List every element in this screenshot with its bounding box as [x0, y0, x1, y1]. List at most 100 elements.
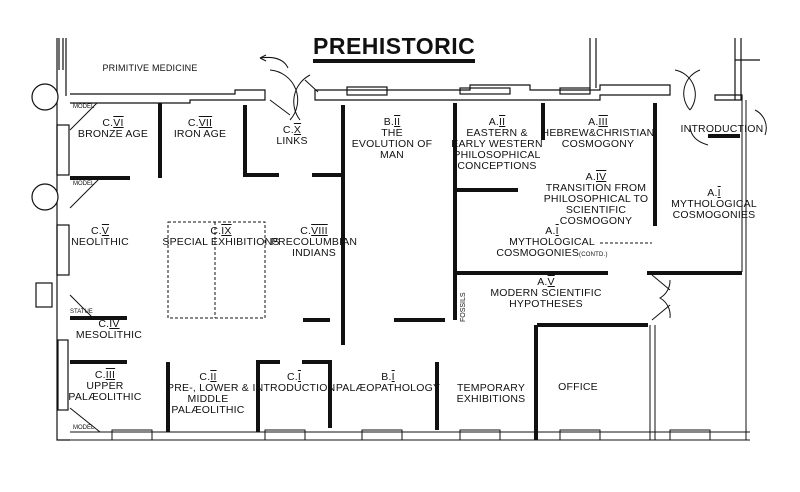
room-name: EVOLUTION OF — [351, 138, 433, 150]
room-name: TEMPORARY — [456, 382, 526, 394]
model-label: MODEL — [73, 104, 95, 110]
room-code-numeral: II — [499, 116, 506, 128]
thin-walls — [70, 100, 750, 441]
room-name: TRANSITION FROM — [545, 182, 647, 194]
room-code: A.IV — [544, 172, 649, 183]
page-title: PREHISTORIC — [313, 33, 476, 63]
room-name: COSMOGONY — [561, 138, 635, 150]
room-name: PALÆOLITHIC — [68, 391, 142, 403]
room-name: IRON AGE — [173, 128, 227, 140]
room-code-prefix: A. — [585, 171, 596, 183]
room-code-prefix: C. — [90, 225, 102, 237]
model-label: MODEL — [73, 425, 95, 431]
primitive-medicine-label: PRIMITIVE MEDICINE — [102, 63, 198, 73]
model-label: MODEL — [73, 181, 95, 187]
room-name: PALÆOLITHIC — [171, 404, 245, 416]
room-intro: INTRODUCTION — [681, 124, 764, 135]
room-code-numeral: III — [105, 369, 116, 381]
room-name: NEOLITHIC — [71, 236, 129, 248]
doors — [259, 54, 767, 321]
room-name: BRONZE AGE — [77, 128, 149, 140]
room-name: EARLY WESTERN — [451, 138, 543, 150]
room-code-numeral: V — [547, 276, 555, 288]
room-code-prefix: C. — [286, 371, 298, 383]
room-name: PRE-, LOWER & — [167, 382, 249, 394]
room-code-prefix: B. — [383, 116, 395, 128]
room-code-numeral: VII — [198, 117, 213, 129]
fossils-label: FOSSILS — [460, 292, 467, 322]
room-code-prefix: A. — [588, 116, 599, 128]
room-code-numeral: II — [210, 371, 217, 383]
room-code-numeral: IX — [221, 225, 232, 237]
room-name: MESOLITHIC — [75, 329, 143, 341]
room-name: EXHIBITIONS — [456, 393, 526, 405]
special-exhibitions-area — [167, 221, 266, 319]
room-code: C.VII — [174, 118, 226, 129]
room-name: MIDDLE — [187, 393, 229, 405]
room-code-numeral: VI — [113, 117, 124, 129]
room-code-numeral: III — [598, 116, 608, 128]
room-name: COSMOGONIES — [672, 209, 756, 221]
room-code: C.IV — [76, 319, 142, 330]
room-code: C.II — [167, 372, 249, 383]
room-name: COSMOGONIES(CONTD.) — [496, 247, 608, 259]
room-code-prefix: A. — [545, 225, 556, 237]
room-code: C.X — [276, 125, 307, 136]
room-name: SPECIAL EXHIBITIONS — [162, 236, 280, 248]
room-code-numeral: X — [293, 124, 302, 136]
room-code-numeral: IV — [595, 171, 607, 183]
north-wall — [70, 38, 760, 104]
room-name: MODERN SCIENTIFIC — [490, 287, 602, 299]
room-name: PRECOLUMBIAN — [270, 236, 358, 248]
room-code: A.V — [490, 277, 601, 288]
room-name: INTRODUCTION — [680, 123, 764, 135]
room-name: PALÆOPATHOLOGY — [335, 382, 441, 394]
room-name: PHILOSOPHICAL TO — [543, 193, 649, 205]
room-code: A.I — [671, 188, 757, 199]
room-code-numeral: I — [555, 225, 559, 237]
room-code: C.VI — [78, 118, 148, 129]
room-name: MYTHOLOGICAL — [671, 198, 757, 210]
room-code-numeral: I — [391, 371, 395, 383]
room-name: COSMOGONY — [559, 215, 633, 227]
room-code-prefix: C. — [282, 124, 294, 136]
room-name: EASTERN & — [466, 127, 528, 139]
room-code: C.V — [71, 226, 129, 237]
room-code-prefix: C. — [94, 369, 106, 381]
room-name: MAN — [380, 149, 404, 161]
room-name: HEBREW&CHRISTIAN — [541, 127, 655, 139]
room-code: A.III — [542, 117, 655, 128]
room-code: C.VIII — [271, 226, 357, 237]
room-name: PHILOSOPHICAL — [453, 149, 541, 161]
room-name: INTRODUCTION — [252, 382, 336, 394]
room-office: OFFICE — [558, 382, 598, 393]
room-code-prefix: C. — [210, 225, 222, 237]
room-code-prefix: B. — [381, 371, 392, 383]
continued-label: (CONTD.) — [579, 252, 608, 258]
room-code: B.II — [352, 117, 433, 128]
room-code: A.I — [496, 226, 607, 237]
room-name: HYPOTHESES — [509, 298, 583, 310]
interior-walls — [70, 103, 742, 440]
room-code-numeral: I — [297, 371, 302, 383]
room-name: SCIENTIFIC — [565, 204, 627, 216]
statue-label: STATUE — [70, 309, 93, 315]
room-name: MYTHOLOGICAL — [509, 236, 595, 248]
room-code-prefix: C. — [300, 225, 312, 237]
room-code-numeral: V — [101, 225, 110, 237]
